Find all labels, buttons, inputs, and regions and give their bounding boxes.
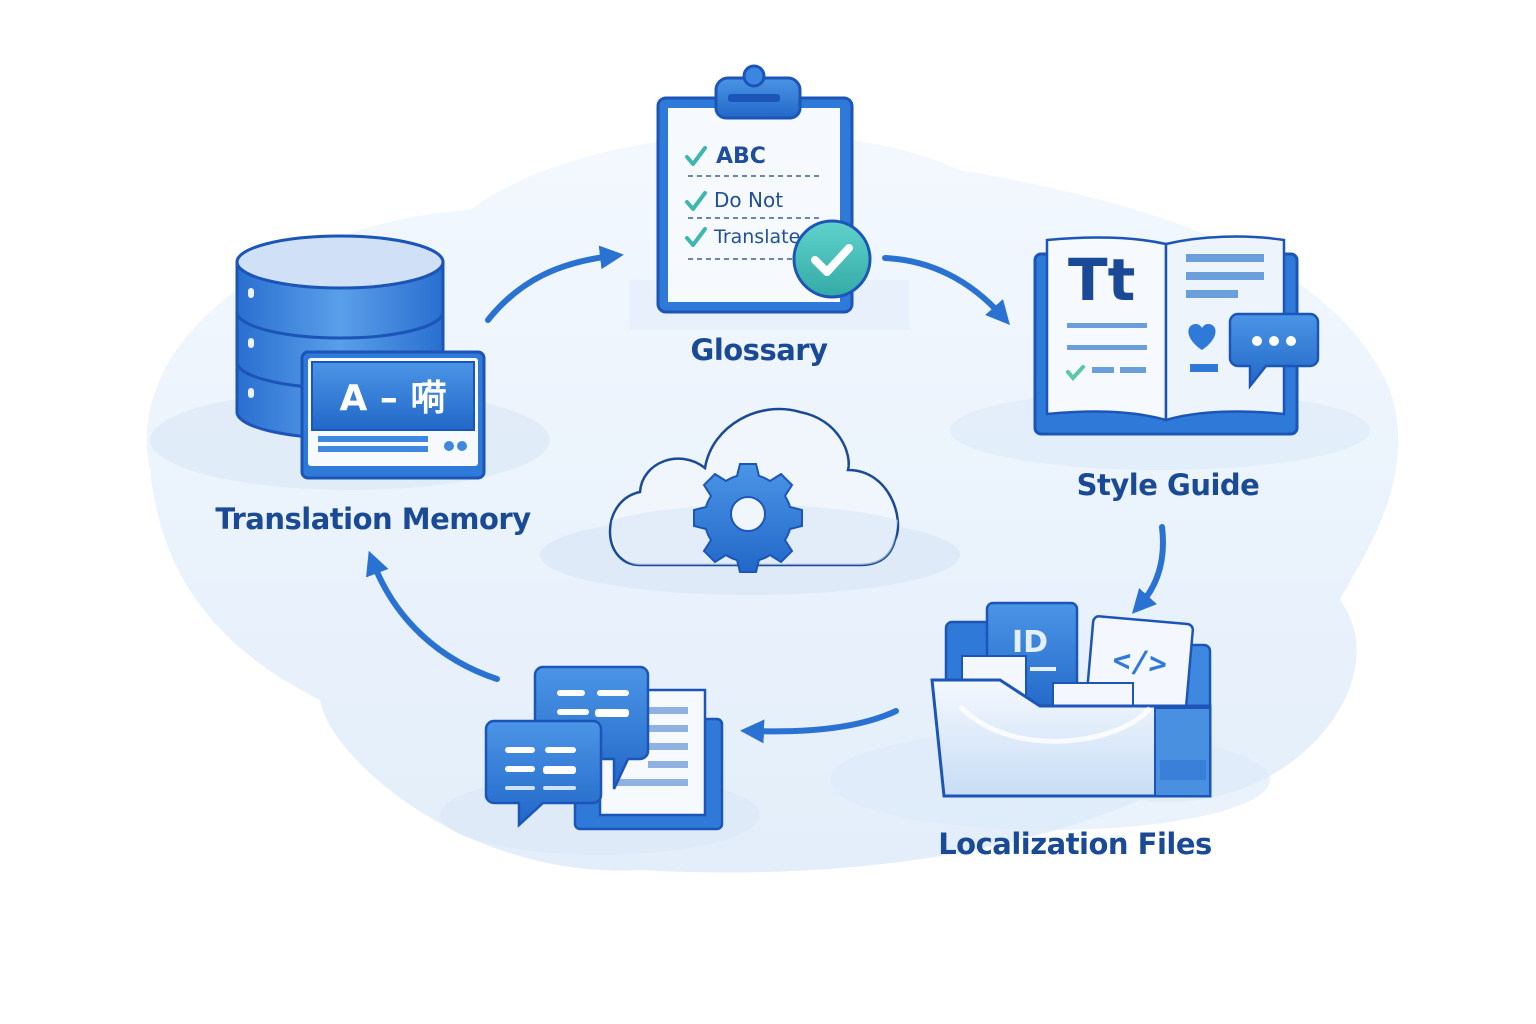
approved-badge-icon: [792, 219, 872, 299]
comment-bubble-icon: [1228, 312, 1320, 390]
translation-screen-icon: A – 嗬: [300, 350, 486, 480]
flow-arrows: [366, 245, 1166, 744]
translation-memory-label: Translation Memory: [215, 502, 531, 536]
arrow-glossary-to-style-guide: [882, 255, 1010, 325]
arrow-tm-to-glossary: [485, 245, 624, 323]
style-guide-book-icon: Tt: [1033, 235, 1320, 436]
cloud-gear-icon: [608, 407, 900, 573]
arrow-files-to-chat: [740, 708, 899, 744]
chat-documents-icon: [484, 665, 724, 831]
glossary-item-abc: ABC: [716, 144, 766, 169]
glossary-item-do-not: Do Not: [714, 188, 783, 212]
arrow-style-guide-to-files: [1131, 524, 1166, 614]
style-guide-tt-text: Tt: [1068, 246, 1135, 314]
style-guide-label: Style Guide: [1076, 468, 1260, 502]
glossary-item-translate: Translate: [713, 226, 800, 248]
glossary-check-icon: [685, 146, 707, 247]
id-file-label: ID: [1012, 625, 1048, 660]
translation-memory-database-icon: A – 嗬: [235, 234, 486, 480]
chat-bubble-front-icon: [484, 719, 603, 828]
arrow-chat-to-tm: [366, 550, 500, 682]
tm-screen-text: A – 嗬: [340, 378, 447, 419]
glossary-label: Glossary: [690, 333, 828, 367]
localization-files-folder-icon: ID </>: [930, 601, 1212, 798]
code-file-label: </>: [1111, 643, 1168, 683]
heart-icon: [1188, 324, 1216, 350]
glossary-clipboard-icon: ABC Do Not Translate: [656, 64, 872, 314]
localization-files-label: Localization Files: [938, 827, 1212, 861]
gear-icon: [693, 463, 803, 573]
